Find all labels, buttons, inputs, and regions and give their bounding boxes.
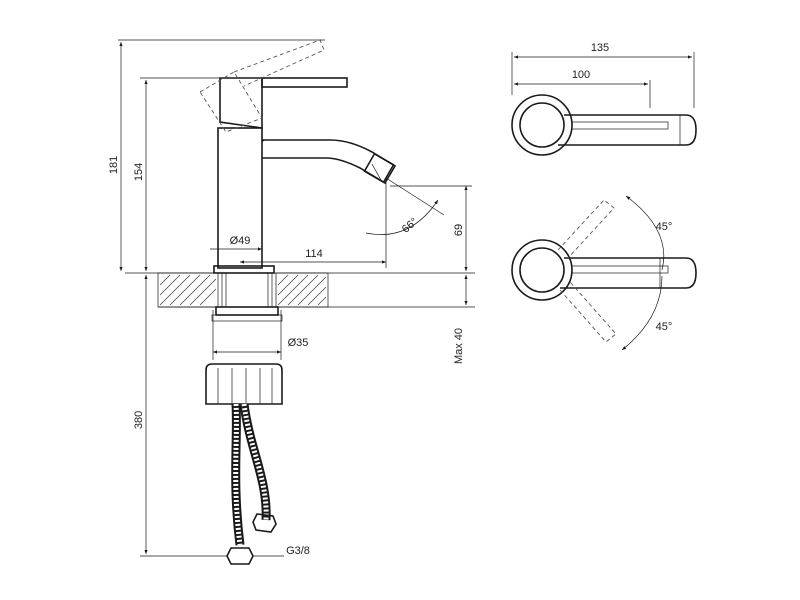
top-view-rotation: 45° 45° <box>511 195 697 351</box>
label-clearance-height: 69 <box>453 224 465 236</box>
faucet-body <box>199 39 397 274</box>
fixing-assembly <box>205 306 283 405</box>
label-max-deck-thickness: Max 40 <box>453 328 465 364</box>
deck-section <box>125 272 475 308</box>
label-fixing-diameter: Ø35 <box>288 337 309 349</box>
label-top-lever-width: 100 <box>572 69 590 81</box>
horizontal-dimensions <box>210 177 445 354</box>
label-spout-reach: 114 <box>305 248 323 260</box>
label-lever-angle-right: 45° <box>656 321 673 333</box>
label-total-height: 181 <box>108 156 120 174</box>
top-view-default: 135 100 <box>511 42 697 156</box>
flexible-hoses <box>226 403 277 565</box>
label-connection-thread: G3/8 <box>286 545 310 557</box>
side-elevation-view: 181 154 380 Ø49 114 69 66° Ø35 Max 40 G3… <box>108 39 475 565</box>
label-body-diameter: Ø49 <box>230 235 251 247</box>
vertical-dimensions <box>118 39 472 557</box>
label-spout-angle: 66° <box>400 216 420 236</box>
label-top-total-width: 135 <box>591 42 609 54</box>
label-lever-angle-left: 45° <box>656 221 673 233</box>
label-hose-length: 380 <box>133 411 145 429</box>
label-spout-height: 154 <box>133 163 145 181</box>
